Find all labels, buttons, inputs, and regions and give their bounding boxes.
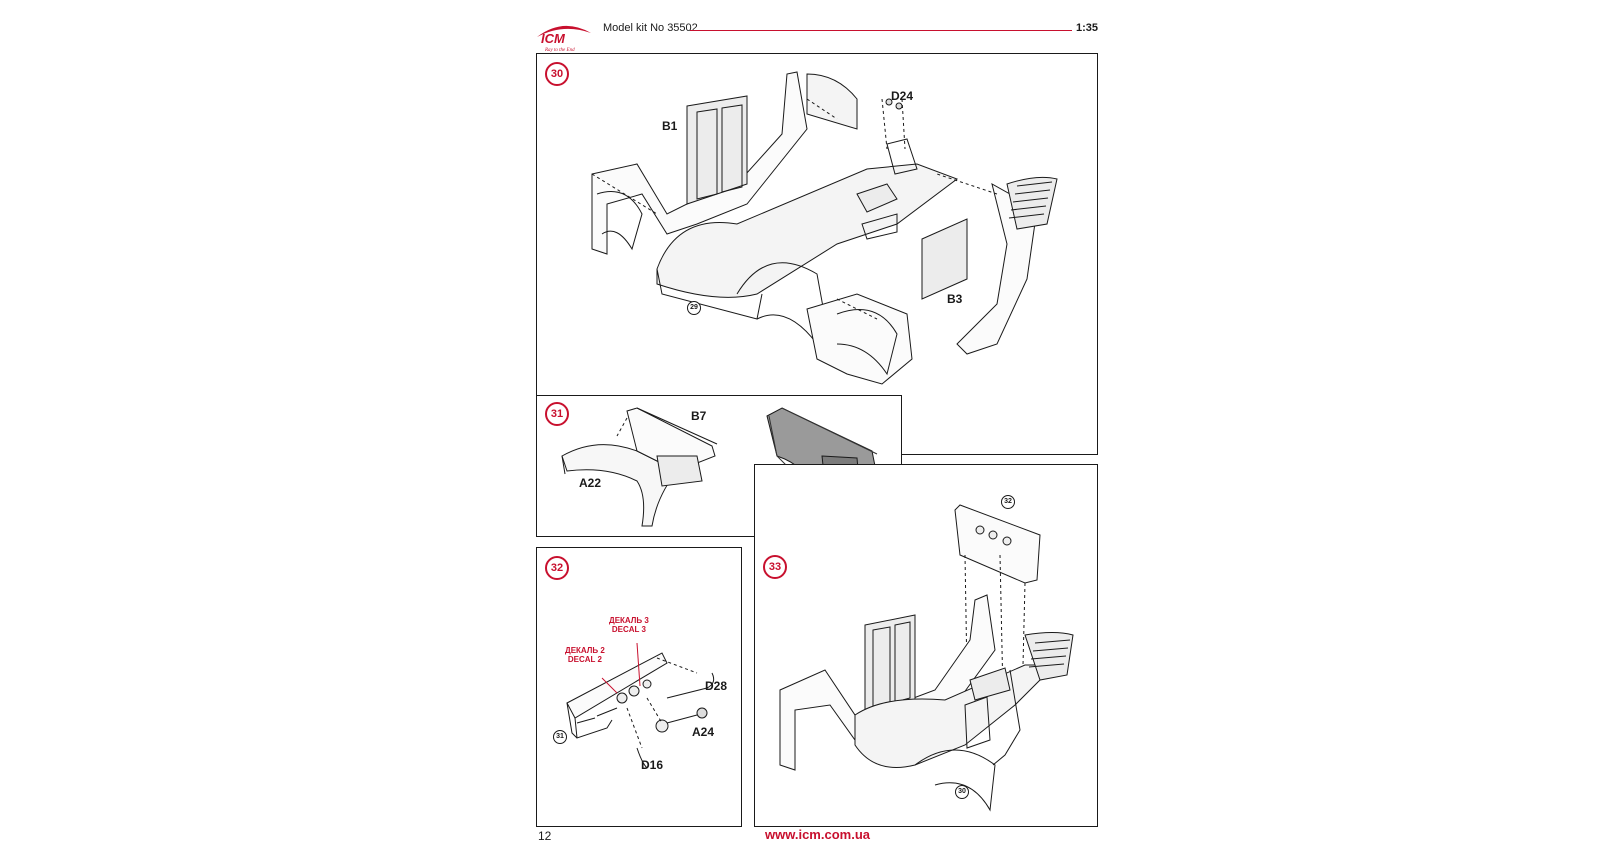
dashboard-drawing <box>566 642 715 769</box>
assembly-drawing <box>779 504 1074 812</box>
website-link[interactable]: www.icm.com.ua <box>765 827 870 842</box>
part-label-a22: A22 <box>579 476 602 490</box>
step-reference-badge: 29 <box>687 301 701 315</box>
step-number-badge: 30 <box>545 62 569 86</box>
step-reference-badge: 31 <box>553 730 567 744</box>
icm-logo-mark: ICM Ray to the End <box>537 25 591 53</box>
decal-2-label: ДЕКАЛЬ 2 DECAL 2 <box>565 646 605 664</box>
part-label-d28: D28 <box>705 679 728 693</box>
step-number-badge: 33 <box>763 555 787 579</box>
svg-text:ICM: ICM <box>541 31 566 46</box>
step-reference-badge-bottom: 30 <box>955 785 969 799</box>
step-33-panel: 33 32 30 <box>754 464 1098 827</box>
part-label-b7: B7 <box>691 409 707 423</box>
step-number-badge: 32 <box>545 556 569 580</box>
icm-logo: ICM Ray to the End <box>533 19 593 53</box>
part-label-b1: B1 <box>662 119 678 133</box>
part-label-a24: A24 <box>692 725 715 739</box>
page-number: 12 <box>538 829 552 843</box>
step-30-panel: 30 B1 D24 B3 29 <box>536 53 1098 455</box>
kit-title: Model kit No 35502 <box>603 22 698 34</box>
part-label-b3: B3 <box>947 292 963 306</box>
svg-text:Ray to the End: Ray to the End <box>544 48 575 53</box>
part-label-d16: D16 <box>641 758 664 772</box>
header-divider <box>690 30 1072 31</box>
step-32-panel: 32 ДЕКАЛЬ 3 DECAL 3 ДЕКАЛЬ 2 DECAL 2 D28… <box>536 547 742 827</box>
step-number-badge: 31 <box>545 402 569 426</box>
decal-3-label: ДЕКАЛЬ 3 DECAL 3 <box>609 616 649 634</box>
chassis-drawing <box>591 71 1058 385</box>
step-reference-badge-top: 32 <box>1001 495 1015 509</box>
kit-scale: 1:35 <box>1076 22 1099 34</box>
part-label-d24: D24 <box>891 89 914 103</box>
